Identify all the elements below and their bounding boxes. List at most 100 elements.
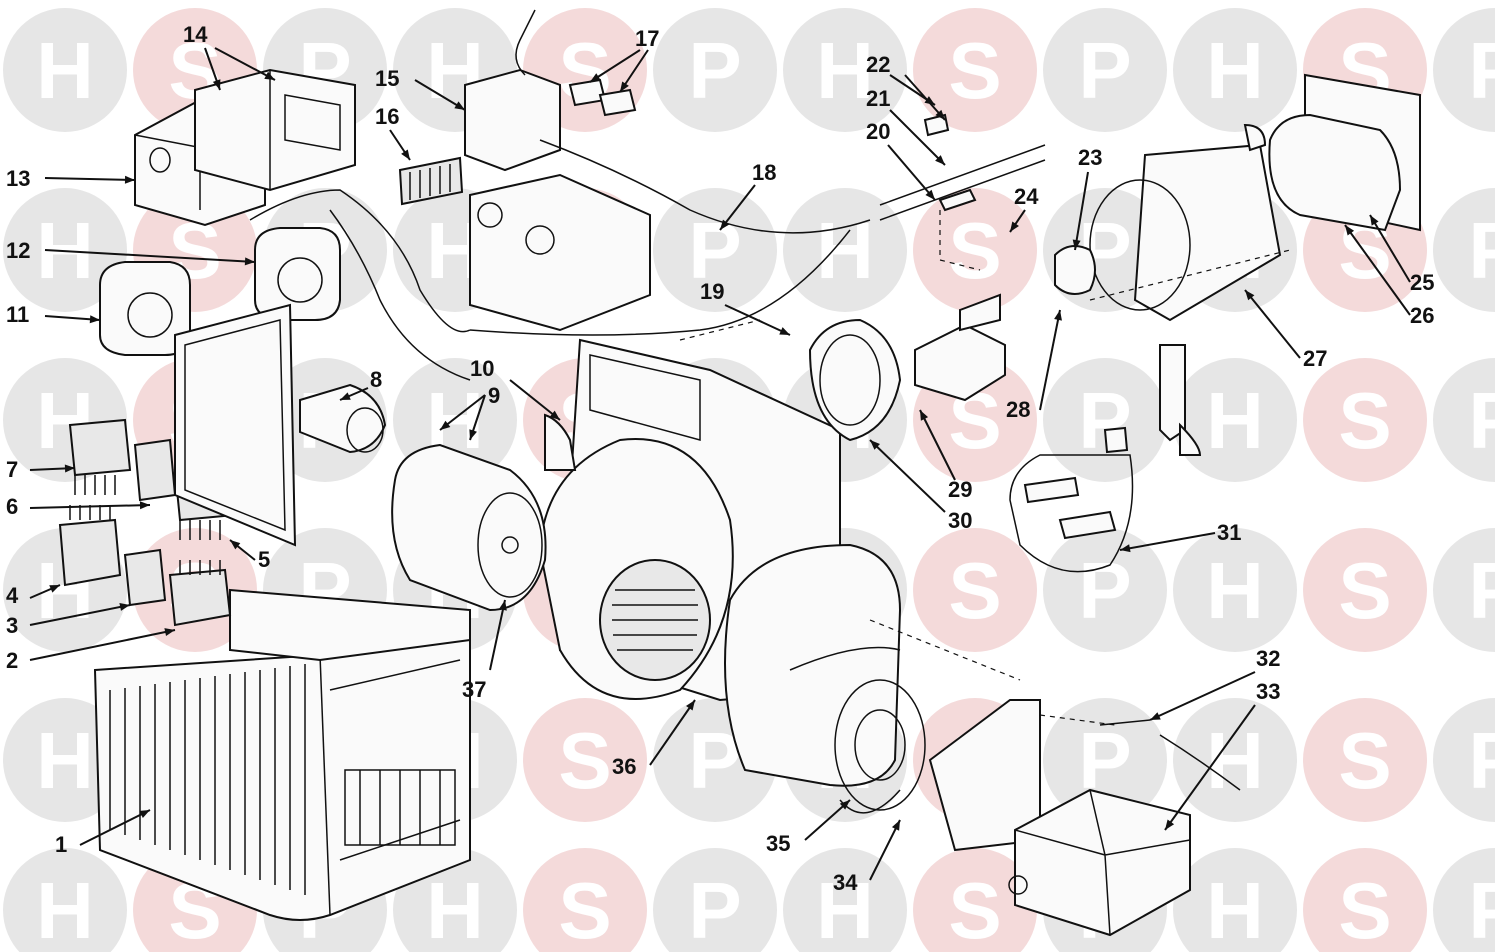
callout-number: 26 — [1410, 303, 1434, 328]
watermark-disc — [913, 188, 1037, 312]
callout-number: 8 — [370, 367, 382, 392]
watermark-letter: S — [1338, 716, 1391, 805]
callout-10: 10 — [470, 356, 561, 421]
callout-arrowhead — [870, 440, 880, 450]
callout-leader-line — [44, 177, 136, 181]
callout-7: 7 — [6, 457, 76, 482]
callout-3: 3 — [6, 603, 131, 638]
callout-arrowhead — [1245, 290, 1255, 301]
callout-leader-line — [1344, 224, 1411, 316]
callout-number: 36 — [612, 754, 636, 779]
watermark-letter: S — [1338, 866, 1391, 952]
callout-number: 25 — [1410, 270, 1434, 295]
watermark-letter: H — [36, 26, 94, 115]
callout-leader-line — [29, 504, 151, 509]
condenser — [299, 383, 387, 454]
callout-arrowhead — [469, 429, 477, 440]
watermark-disc — [913, 528, 1037, 652]
callout-arrowhead — [139, 810, 150, 819]
callout-arrowhead — [498, 600, 507, 611]
callout-number: 12 — [6, 238, 30, 263]
watermark-letter: P — [688, 26, 741, 115]
callout-5: 5 — [229, 539, 270, 572]
callout-arrowhead — [1120, 544, 1131, 553]
watermark-letter: H — [1206, 546, 1264, 635]
callout-arrowhead — [686, 700, 695, 711]
watermark-disc — [1433, 8, 1495, 132]
callout-8: 8 — [339, 367, 382, 401]
callout-leader-line — [1149, 671, 1256, 721]
callout-arrowhead — [920, 410, 929, 421]
watermark-disc — [913, 8, 1037, 132]
callout-number: 13 — [6, 166, 30, 191]
callout-arrowhead — [1072, 239, 1081, 250]
watermark-disc — [523, 698, 647, 822]
callout-number: 27 — [1303, 346, 1327, 371]
callout-31: 31 — [1119, 520, 1241, 553]
watermark-disc — [1173, 848, 1297, 952]
callout-leader-line — [1164, 704, 1256, 831]
watermark-letter: H — [36, 716, 94, 805]
callout-arrowhead — [124, 175, 135, 184]
callout-number: 23 — [1078, 145, 1102, 170]
watermark-letter: S — [948, 26, 1001, 115]
callout-arrowhead — [1150, 712, 1161, 720]
callout-26: 26 — [1344, 224, 1434, 328]
watermark-disc — [783, 188, 907, 312]
callout-arrowhead — [454, 101, 465, 110]
watermark-letter: H — [816, 866, 874, 952]
callout-arrowhead — [720, 219, 730, 230]
watermark-letter: P — [1078, 376, 1131, 465]
callout-leader-line — [919, 409, 956, 481]
capacitors-and-plate — [99, 227, 341, 547]
callout-leader-line — [869, 439, 946, 513]
callout-leader-line — [804, 799, 851, 841]
callout-leader-line — [79, 809, 151, 846]
connector-plugs — [58, 418, 237, 627]
callout-arrowhead — [891, 820, 900, 831]
callout-arrowhead — [64, 464, 75, 473]
callout-33: 33 — [1164, 679, 1280, 831]
callout-arrowhead — [212, 79, 221, 90]
watermark-letter: S — [948, 866, 1001, 952]
watermark-disc — [653, 8, 777, 132]
callout-number: 32 — [1256, 646, 1280, 671]
callout-number: 6 — [6, 494, 18, 519]
control-electronics — [398, 9, 651, 332]
callout-number: 14 — [183, 22, 208, 47]
callout-leader-line — [724, 304, 791, 336]
watermark-disc — [783, 8, 907, 132]
callout-arrowhead — [925, 189, 935, 200]
callout-29: 29 — [919, 409, 972, 502]
callout-arrowhead — [1054, 310, 1062, 321]
callout-arrowhead — [1165, 819, 1175, 830]
callout-36: 36 — [612, 699, 696, 779]
assembly-lines — [679, 210, 1291, 726]
callout-arrowhead — [89, 315, 100, 324]
callout-number: 4 — [6, 583, 19, 608]
callout-leader-line — [29, 629, 176, 661]
callout-number: 17 — [635, 26, 659, 51]
callout-leader-line — [1369, 214, 1411, 283]
callout-16: 16 — [375, 104, 411, 161]
callout-leader-line — [509, 379, 561, 421]
callout-leader-line — [1244, 289, 1301, 359]
watermark-letter: P — [1468, 716, 1495, 805]
callout-12: 12 — [6, 238, 256, 266]
callout-arrowhead — [924, 96, 935, 105]
callout-arrowhead — [164, 628, 175, 636]
callout-arrowhead — [244, 257, 255, 266]
callout-number: 3 — [6, 613, 18, 638]
callout-number: 19 — [700, 279, 724, 304]
transformer — [928, 699, 1241, 937]
callout-leader-line — [649, 699, 696, 766]
watermark-letter: S — [558, 716, 611, 805]
detail-circle — [1009, 426, 1134, 573]
callout-6: 6 — [6, 494, 151, 519]
burner-cover — [93, 588, 471, 921]
watermark-disc — [1433, 848, 1495, 952]
callout-number: 21 — [866, 86, 890, 111]
watermark-disc — [3, 8, 127, 132]
watermark-letter: S — [948, 206, 1001, 295]
